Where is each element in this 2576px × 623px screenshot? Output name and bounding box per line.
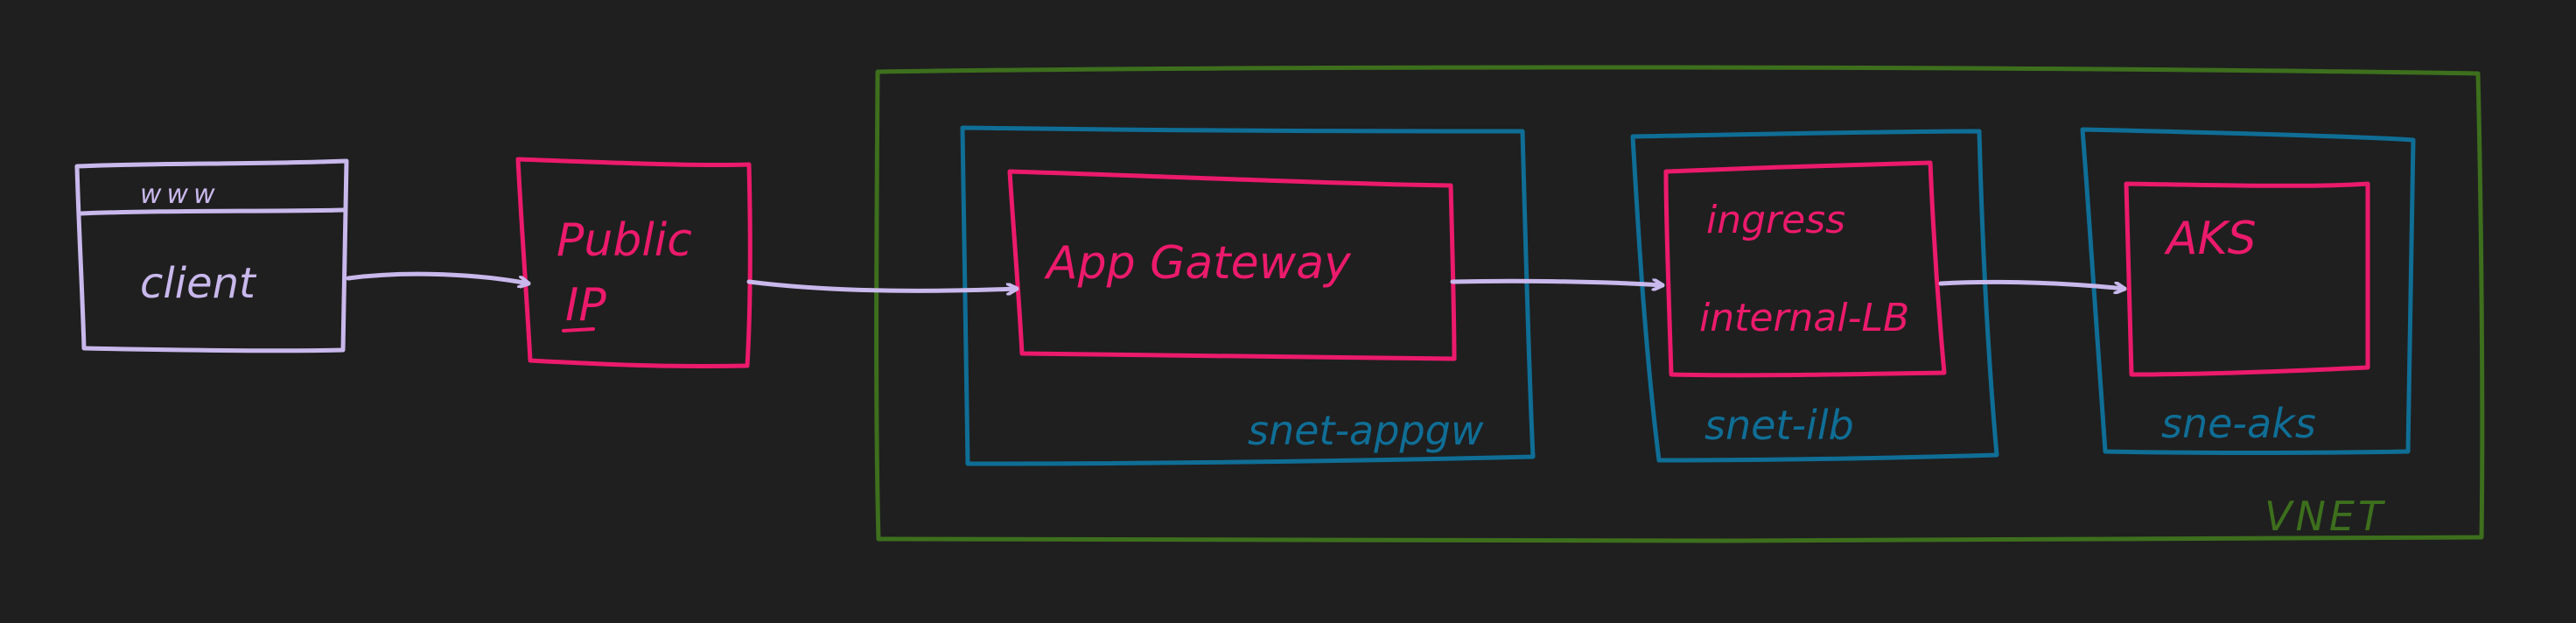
vnet-box — [874, 65, 2485, 543]
arrow-public-ip-to-app-gateway — [746, 279, 1019, 290]
vnet-container: VNET — [874, 65, 2485, 543]
ilb-subnet-box — [1630, 129, 1999, 463]
client-header-text: www — [140, 179, 220, 210]
arrow-client-to-public-ip — [346, 271, 528, 284]
client-label: client — [140, 259, 257, 308]
vnet-label: VNET — [2264, 493, 2386, 540]
app-gateway-label: App Gateway — [1044, 237, 1352, 290]
ilb-subnet: snet-ilb ingress internal-LB — [1630, 129, 1999, 463]
app-gateway-box — [1007, 169, 1457, 361]
aks-box — [2124, 181, 2370, 377]
connections — [346, 271, 2124, 290]
appgw-subnet: snet-appgw App Gateway — [960, 125, 1536, 466]
public-ip-underline — [562, 327, 595, 332]
appgw-subnet-label: snet-appgw — [1248, 407, 1484, 454]
ingress-label-line2: internal-LB — [1699, 296, 1909, 340]
public-ip-box — [515, 157, 752, 369]
ingress-label-line1: ingress — [1706, 198, 1845, 242]
client-node: www client — [74, 158, 349, 354]
public-ip-node: Public IP — [515, 157, 752, 369]
aks-subnet-box — [2080, 127, 2416, 455]
arrow-app-gateway-to-ingress — [1450, 281, 1665, 285]
public-ip-label-line1: Public — [556, 214, 692, 267]
aks-subnet: sne-aks AKS — [2080, 127, 2416, 455]
ilb-subnet-label: snet-ilb — [1704, 402, 1854, 449]
ingress-box — [1663, 160, 1947, 378]
public-ip-label-line2: IP — [565, 279, 606, 332]
aks-subnet-label: sne-aks — [2161, 400, 2316, 447]
arrow-ingress-to-aks — [1938, 279, 2124, 289]
aks-label: AKS — [2164, 213, 2257, 265]
client-window-frame — [74, 158, 349, 354]
appgw-subnet-box — [960, 125, 1536, 466]
client-title-bar-divider — [78, 207, 346, 216]
